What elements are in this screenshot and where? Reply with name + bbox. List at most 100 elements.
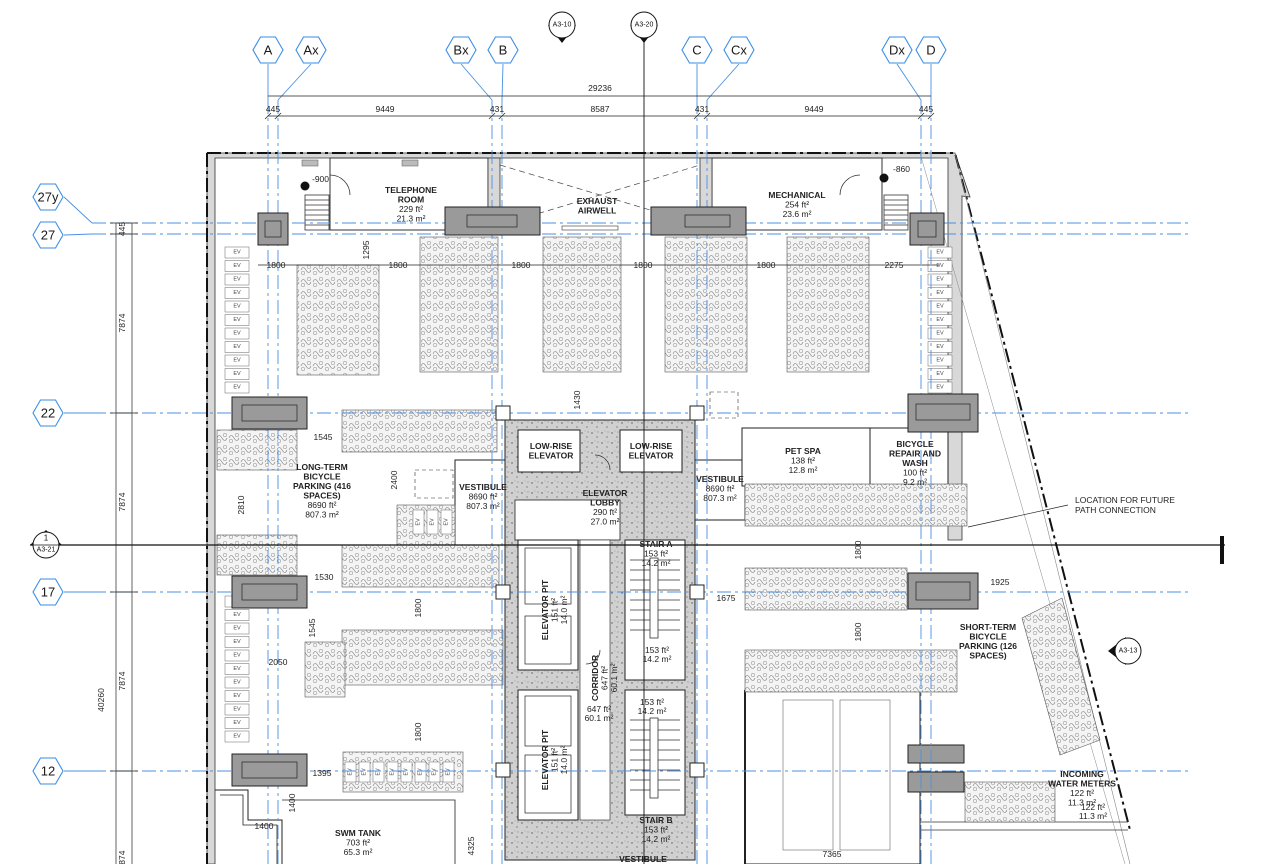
ev-stall: EV [224, 354, 250, 367]
svg-text:EV: EV [390, 768, 396, 776]
room-name: STAIR A [639, 539, 672, 549]
room-area: 807.3 m² [703, 493, 737, 503]
grid-bubble-cx[interactable]: Cx [723, 36, 755, 64]
room-area: 807.3 m² [466, 501, 500, 511]
svg-text:EV: EV [233, 707, 241, 713]
ev-stall: EV [344, 761, 357, 783]
svg-text:EV: EV [376, 768, 382, 776]
ev-stall: EV [927, 246, 953, 259]
room-name: LONG-TERM [296, 462, 347, 472]
level-tag-left: -900 [312, 174, 329, 184]
grid-bubble-a[interactable]: A [252, 36, 284, 64]
section-marker-number: 1 [44, 534, 49, 543]
svg-text:EV: EV [233, 358, 241, 364]
grid-bubble-row-27y[interactable]: 27y [32, 183, 64, 211]
ev-stall: EV [224, 246, 250, 259]
grid-bubble-b[interactable]: B [487, 36, 519, 64]
bike-rack-zone [964, 781, 1056, 823]
ev-stall: EV [224, 717, 250, 729]
dim-row-27: 1800 [267, 260, 286, 270]
svg-text:EV: EV [936, 371, 944, 377]
dim-label: 4325 [466, 836, 476, 855]
section-marker-a3-20[interactable]: A3-20 [630, 11, 658, 43]
ev-stall: EV [224, 260, 250, 272]
svg-text:60.1 m²: 60.1 m² [585, 713, 614, 723]
dim-label: 1545 [314, 432, 333, 442]
ev-stall: EV [224, 273, 250, 286]
grid-bubble-row-17[interactable]: 17 [32, 578, 64, 606]
room-name: SHORT-TERM [960, 622, 1016, 632]
grid-bubble-d[interactable]: D [915, 36, 947, 64]
bike-rack-zone [1021, 597, 1101, 756]
grid-bubbles[interactable]: A Ax Bx B C Cx Dx D 27y 27 22 17 12 [32, 36, 947, 785]
grid-bubble-row-12[interactable]: 12 [32, 757, 64, 785]
bike-rack-zone [744, 567, 908, 611]
level-tag-right: -860 [893, 164, 910, 174]
svg-text:122 ft²: 122 ft² [1081, 802, 1105, 812]
dim-top-chain: 431 [695, 104, 709, 114]
dim-left-chain: 7874 [117, 313, 127, 332]
grid-bubble-label: D [926, 43, 935, 58]
ev-stall: EV [927, 381, 953, 394]
ev-stall: EV [224, 300, 250, 313]
ev-stall: EV [927, 287, 953, 299]
svg-text:EV: EV [233, 331, 241, 337]
ev-stall: EV [224, 327, 250, 340]
dim-label: 1800 [853, 622, 863, 641]
grid-bubble-label: 17 [41, 585, 55, 600]
dim-label: 1800 [413, 722, 423, 741]
ev-stall: EV [400, 761, 413, 783]
grid-bubble-bx[interactable]: Bx [445, 36, 477, 64]
dim-label: 1400 [287, 793, 297, 812]
room-name: TELEPHONE [385, 185, 437, 195]
svg-text:EV: EV [936, 358, 944, 364]
ev-stall: EV [426, 509, 439, 535]
ev-stall: EV [927, 341, 953, 353]
room-name: AIRWELL [578, 206, 617, 216]
svg-text:EV: EV [233, 639, 241, 645]
ev-stall: EV [927, 368, 953, 380]
grid-bubble-dx[interactable]: Dx [881, 36, 913, 64]
svg-text:EV: EV [348, 768, 354, 776]
room-area: 151 ft² [550, 598, 560, 622]
room-name: ELEVATOR PIT [540, 579, 550, 640]
section-marker-a3-10[interactable]: A3-10 [548, 11, 576, 43]
dim-top-chain: 9449 [376, 104, 395, 114]
svg-text:EV: EV [362, 768, 368, 776]
grid-bubble-label: Bx [453, 43, 469, 58]
room-name: BICYCLE [303, 472, 341, 482]
ev-stall: EV [224, 368, 250, 380]
room-label-vestibule-bottom: VESTIBULE [619, 854, 667, 864]
dim-left-chain: 7874 [117, 671, 127, 690]
grid-bubble-label: 12 [41, 764, 55, 779]
grid-bubble-row-22[interactable]: 22 [32, 399, 64, 427]
ev-stall: EV [927, 354, 953, 367]
section-marker-a3-21[interactable]: 1A3-21 [30, 530, 62, 559]
svg-text:EV: EV [233, 626, 241, 632]
bike-rack-zone [542, 236, 622, 373]
section-marker-label: A3-10 [553, 22, 572, 29]
svg-text:EV: EV [233, 304, 241, 310]
section-marker-a3-13[interactable]: A3-13 [1108, 637, 1142, 665]
room-name: SPACES) [303, 491, 340, 501]
ev-stall: EV [414, 761, 427, 783]
grid-bubble-ax[interactable]: Ax [295, 36, 327, 64]
grid-bubble-label: Ax [303, 43, 319, 58]
bike-rack-zone [304, 641, 346, 698]
grid-bubble-c[interactable]: C [681, 36, 713, 64]
room-name: PARKING (416 [293, 481, 351, 491]
room-name: BICYCLE [969, 632, 1007, 642]
grid-bubble-row-27[interactable]: 27 [32, 221, 64, 249]
bike-rack-zone [419, 236, 499, 373]
room-name: REPAIR AND [889, 449, 941, 459]
room-name: SPACES) [969, 651, 1006, 661]
